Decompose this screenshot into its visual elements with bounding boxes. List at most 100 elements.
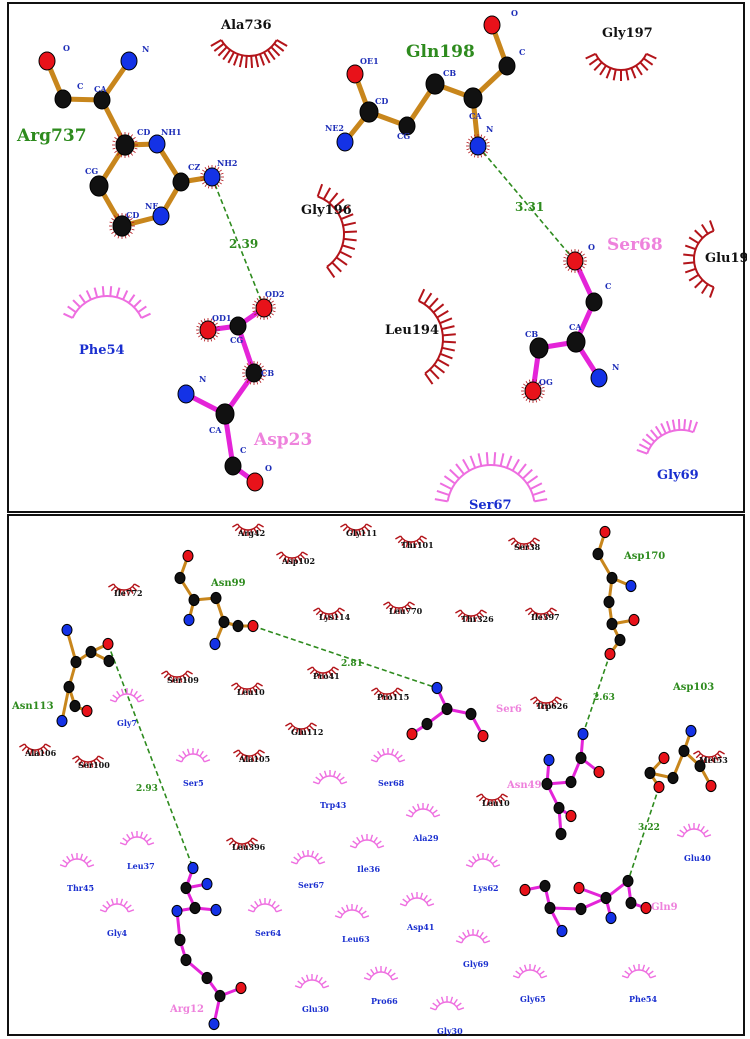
contact-residue-label: Leu10 [237, 687, 265, 697]
atom-C [210, 591, 222, 605]
hydrophobic-contact-arc-tick [128, 909, 135, 913]
atom-contact-tick [124, 213, 127, 217]
contact-residue-label: Ala736 [220, 18, 272, 33]
atom-C [93, 90, 111, 110]
hydrophobic-contact-arc-tick [88, 864, 95, 868]
atom-contact-tick [582, 253, 585, 257]
hydrophobic-contact-arc-tick [270, 46, 281, 57]
hydrophobic-contact-arc-tick [370, 968, 375, 975]
atom-contact-tick [256, 298, 260, 301]
hydrophobic-contact-arc-tick [648, 970, 654, 976]
hydrophobic-contact-arc-tick [83, 855, 88, 862]
atom-C [606, 617, 618, 631]
hydrophobic-contact-arc-tick [346, 528, 351, 534]
hydrophobic-contact-arc-tick [115, 287, 121, 298]
hydrophobic-contact-arc-tick [499, 453, 505, 467]
hydrophobic-contact-arc-tick [328, 192, 339, 204]
hydrophobic-contact-arc-tick [683, 253, 695, 257]
atom-N [61, 623, 73, 637]
hydrophobic-contact-arc-tick [546, 612, 551, 618]
atom-label: CG [230, 335, 243, 345]
atom-O [604, 647, 616, 661]
hydrophobic-contact-arc-tick [171, 676, 175, 683]
hydrophobic-contact-arc-tick [45, 743, 51, 748]
atom-C [215, 403, 235, 425]
atom-contact-tick [212, 320, 216, 323]
hydrophobic-contact-arc [281, 551, 303, 559]
hydrophobic-contact-arc-tick [671, 419, 676, 431]
atom-contact-tick [582, 265, 585, 269]
hydrophobic-contact-arc [693, 229, 715, 289]
hydrophobic-contact-arc-tick [478, 795, 485, 802]
hydrophobic-contact-arc-tick [700, 223, 709, 235]
hydrophobic-contact-arc-tick [502, 793, 508, 798]
atom-O [658, 751, 670, 765]
hydrophobic-contact-arc-tick [383, 601, 389, 606]
hydrophobic-contact-arc-tick [315, 776, 321, 782]
hydrophobic-contact-arc-tick [129, 588, 134, 594]
hydrophobic-contact-arc-tick [585, 52, 597, 60]
atom-contact-tick [109, 221, 113, 224]
hydrophobic-contact-arc-tick [319, 861, 326, 865]
atom-contact-tick [216, 184, 220, 187]
hydrophobic-contact-arc-tick [330, 668, 337, 675]
hydrophobic-contact-arc-tick [402, 898, 408, 904]
hydrophobic-contact-arc-tick [130, 831, 135, 838]
atom-contact-tick [132, 150, 136, 153]
hydrophobic-contact-arc-tick [532, 698, 539, 705]
hydrophobic-contact-arc-tick [336, 772, 341, 779]
hydrophobic-contact-arc-tick [133, 690, 138, 697]
hydrophobic-contact-arc-tick [244, 55, 248, 68]
hydrophobic-contact-arc-tick [472, 855, 477, 862]
atom-contact-tick [259, 316, 262, 320]
contact-residue-label: Lys62 [473, 883, 499, 893]
atom-label: C [605, 281, 611, 291]
hydrogen-bond [627, 786, 660, 882]
hydrophobic-contact-arc-tick [352, 840, 358, 846]
hydrophobic-contact-arc-tick [299, 553, 306, 560]
contact-residue-label: Glu195 [705, 251, 747, 266]
hydrophobic-contact-arc-tick [134, 583, 140, 588]
hydrophobic-contact-arc-tick [337, 910, 343, 916]
hydrophobic-contact-arc-tick [477, 453, 483, 467]
atom-contact-tick [485, 138, 488, 142]
atom-contact-tick [565, 253, 568, 257]
atom-contact-tick [219, 169, 222, 173]
atom-contact-tick [537, 398, 541, 401]
hydrophobic-contact-arc-tick [138, 699, 145, 703]
hydrophobic-contact-arc-tick [439, 317, 453, 325]
atom-contact-tick [535, 379, 538, 383]
atom-contact-tick [525, 398, 529, 401]
atom-O [102, 637, 114, 651]
hydrophobic-contact-arc-tick [519, 966, 524, 973]
hydrophobic-contact-arc-tick [256, 751, 263, 758]
atom-C [63, 680, 75, 694]
atom-O [573, 881, 585, 895]
atom-O [565, 809, 577, 823]
atom-contact-tick [252, 303, 256, 306]
hydrophobic-contact-arc-tick [175, 759, 182, 763]
hydrophobic-contact-arc-tick [126, 904, 132, 910]
hydrophobic-contact-arc-tick [358, 906, 363, 913]
hydrophobic-contact-arc-tick [660, 422, 667, 434]
hydrophobic-contact-arc-tick [323, 770, 328, 777]
hydrophobic-contact-arc-tick [307, 666, 313, 671]
hydrophobic-contact-arc-tick [354, 904, 359, 911]
hydrophobic-contact-arc-tick [532, 490, 546, 497]
hydrophobic-contact-arc-tick [328, 671, 333, 677]
hydrophobic-contact-arc-tick [126, 833, 131, 840]
hydrophobic-contact-arc-tick [228, 839, 235, 846]
hydrophobic-contact-arc [238, 749, 260, 757]
contact-residue-label: Gly69 [463, 959, 489, 969]
atom-contact-tick [200, 179, 204, 182]
hydrophobic-contact-arc-tick [255, 525, 262, 532]
hydrophobic-contact-arc-tick [508, 537, 514, 542]
hydrophobic-contact-arc-tick [423, 292, 433, 305]
hydrophobic-contact-arc-tick [137, 305, 147, 314]
hydrophobic-contact-arc-tick [67, 305, 77, 314]
atom-C [174, 571, 186, 585]
hydrophobic-contact-arc [231, 837, 253, 845]
hydrophobic-contact-arc-tick [336, 609, 343, 616]
hydrophobic-contact-arc-tick [323, 985, 330, 989]
hydrophobic-contact-arc-tick [232, 842, 237, 848]
